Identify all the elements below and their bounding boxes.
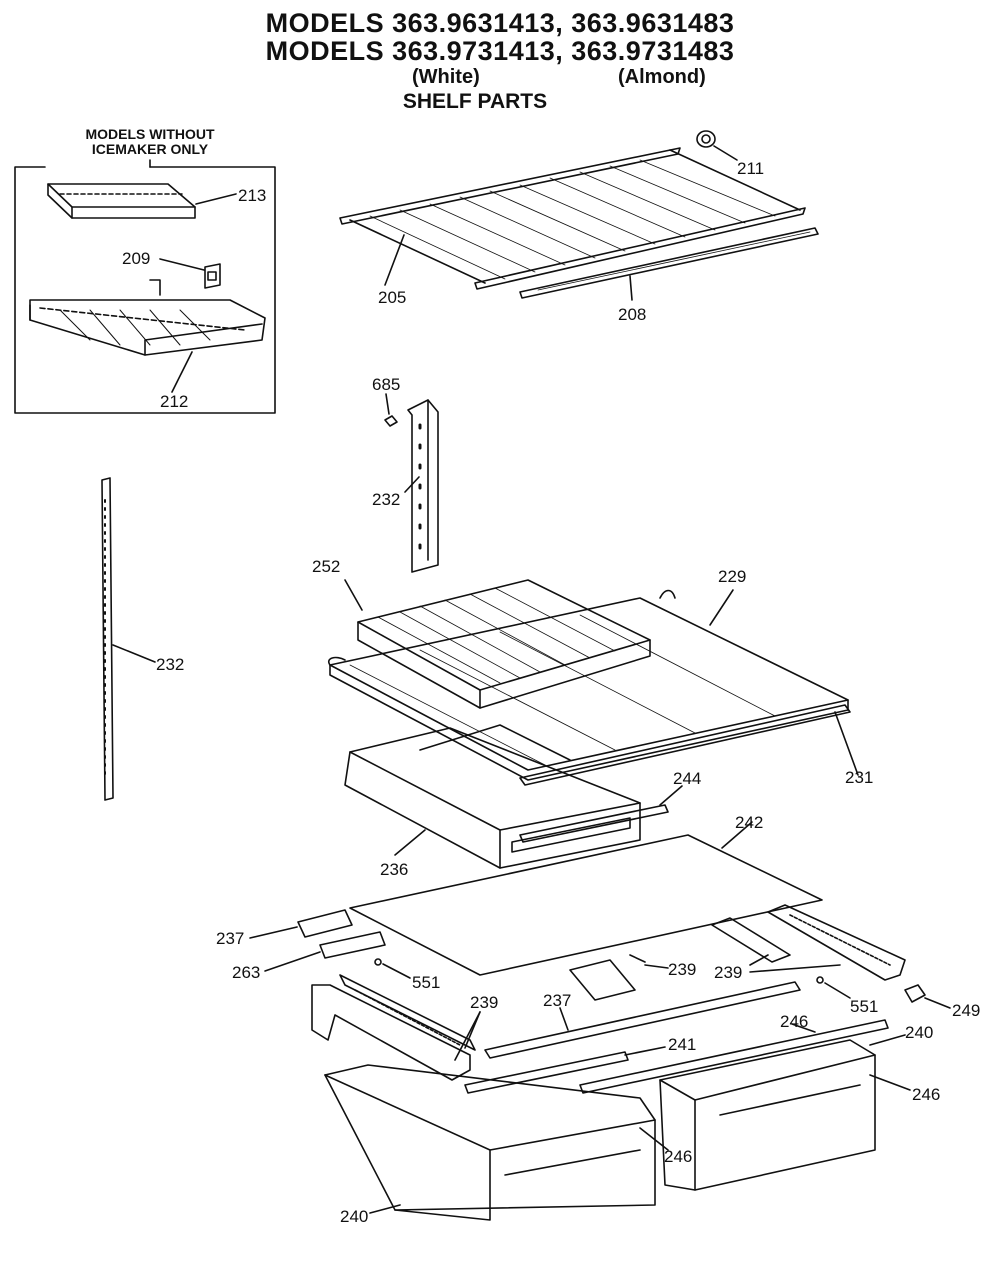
- label-239-left: 239: [470, 993, 498, 1012]
- label-212: 212: [160, 392, 188, 411]
- label-241: 241: [668, 1035, 696, 1054]
- part-551-clip-left: [374, 958, 411, 979]
- label-232-center: 232: [372, 490, 400, 509]
- inset-box: [14, 159, 276, 414]
- part-237-support-left: [249, 909, 353, 939]
- part-246-handles: [639, 1074, 911, 1151]
- part-263-support: [264, 931, 386, 972]
- part-208-trim: [519, 227, 819, 301]
- label-242: 242: [735, 813, 763, 832]
- inset-title-line-1: MODELS WITHOUT: [85, 126, 215, 142]
- label-246-right: 246: [912, 1085, 940, 1104]
- part-241-bar: [464, 1046, 666, 1094]
- part-249-clip: [904, 984, 951, 1009]
- label-211: 211: [737, 159, 764, 178]
- inset-title-line-2: ICEMAKER ONLY: [91, 141, 209, 157]
- label-232-side: 232: [156, 655, 184, 674]
- label-263: 263: [232, 963, 260, 982]
- label-208: 208: [618, 305, 646, 324]
- label-236: 236: [380, 860, 408, 879]
- label-239-center: 239: [668, 960, 696, 979]
- part-232-center-rail: [404, 399, 439, 573]
- label-246-left: 246: [664, 1147, 692, 1166]
- color-white-label: (White): [412, 66, 480, 88]
- label-237-left: 237: [216, 929, 244, 948]
- part-240-bin-right: [659, 1034, 906, 1191]
- label-252: 252: [312, 557, 340, 576]
- label-213: 213: [238, 186, 266, 205]
- part-236-drawer: [344, 724, 641, 869]
- label-685: 685: [372, 375, 400, 394]
- left-slide-assembly: [311, 974, 481, 1081]
- label-231: 231: [845, 768, 873, 787]
- section-title: SHELF PARTS: [402, 90, 548, 113]
- part-685-screw: [384, 393, 398, 427]
- part-229-shelf: [328, 589, 849, 781]
- inset-title: MODELS WITHOUT ICEMAKER ONLY: [40, 127, 260, 157]
- label-244: 244: [673, 769, 701, 788]
- label-551-right: 551: [850, 997, 878, 1016]
- label-239-right: 239: [714, 963, 742, 982]
- part-205-wire-shelf: [339, 147, 806, 290]
- label-551-left: 551: [412, 973, 440, 992]
- label-229: 229: [718, 567, 746, 586]
- label-249: 249: [952, 1001, 980, 1020]
- part-213-tray: [47, 183, 237, 219]
- title-line-1: MODELS 363.9631413, 363.9631483: [265, 8, 735, 38]
- part-244-handle: [519, 785, 683, 843]
- label-237-bar: 237: [543, 991, 571, 1010]
- color-almond-label: (Almond): [618, 66, 706, 88]
- title-line-2: MODELS 363.9731413, 363.9731483: [265, 36, 735, 66]
- part-239-center: [569, 954, 669, 1001]
- part-237-bar: [484, 981, 801, 1059]
- label-240-left: 240: [340, 1207, 368, 1226]
- part-211-cap: [696, 130, 738, 161]
- label-246-rod: 246: [780, 1012, 808, 1031]
- part-232-side-rail: [101, 477, 156, 801]
- label-205: 205: [378, 288, 406, 307]
- part-242-glass: [349, 821, 823, 976]
- part-209-bracket: [159, 258, 221, 289]
- part-239-right-rails: [711, 904, 906, 981]
- label-240-right-top: 240: [905, 1023, 933, 1042]
- label-209: 209: [122, 249, 150, 268]
- part-212-shelf: [29, 279, 266, 393]
- part-551-clip-right: [816, 976, 851, 999]
- part-231-trim: [519, 704, 859, 786]
- part-252-cover: [344, 579, 651, 709]
- part-240-bin-left: [324, 1064, 656, 1221]
